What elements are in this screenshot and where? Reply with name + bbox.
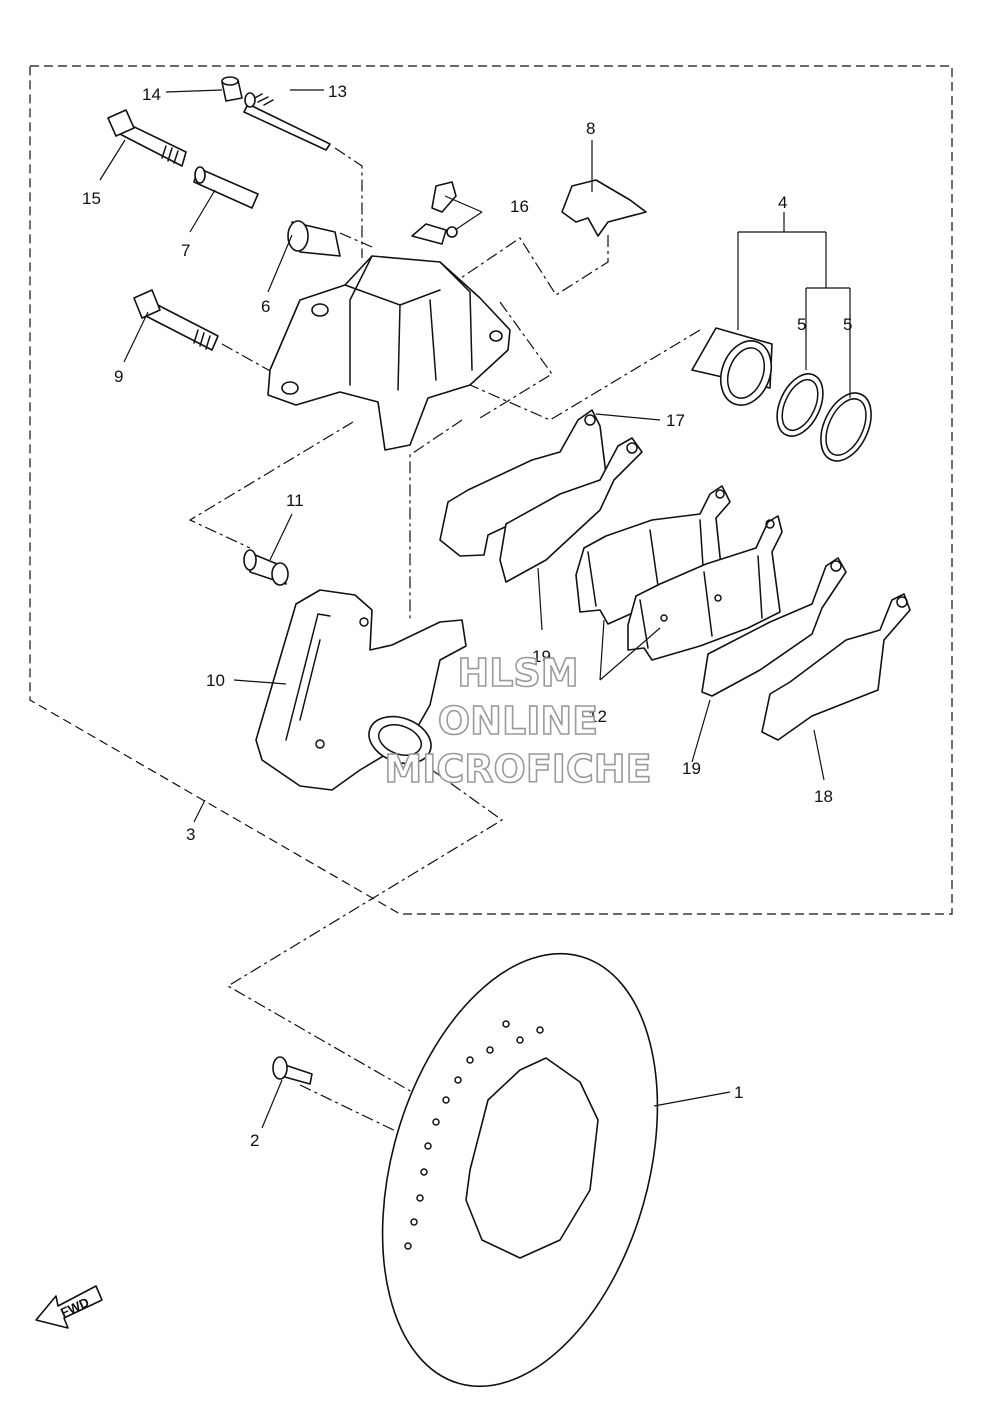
part-pad-shim-b	[701, 557, 847, 697]
part-disc-bolt	[272, 1056, 313, 1085]
callout-1: 1	[734, 1083, 743, 1102]
callout-5a: 5	[797, 315, 806, 334]
callout-8: 8	[586, 119, 595, 138]
callout-9: 9	[114, 367, 123, 386]
callout-6: 6	[261, 297, 270, 316]
part-bleed-screw	[411, 181, 458, 245]
callout-17: 17	[666, 411, 685, 430]
part-caliper-body	[267, 255, 511, 451]
callout-18: 18	[814, 787, 833, 806]
callout-2: 2	[250, 1131, 259, 1150]
disc-vent-holes	[404, 1020, 544, 1250]
watermark-line-1: HLSM	[457, 651, 578, 695]
callout-5b: 5	[843, 315, 852, 334]
callout-19b: 19	[682, 759, 701, 778]
part-bolt-upper	[107, 109, 187, 167]
callout-16: 16	[510, 197, 529, 216]
callout-19a: 19	[532, 647, 551, 666]
callout-3: 3	[186, 825, 195, 844]
fwd-label: FWD	[58, 1294, 91, 1320]
callout-11: 11	[286, 491, 304, 510]
alignment-lines	[188, 147, 701, 1163]
callout-labels: 1 2 3 4 5 5 6 7 8 9 10 11 12 13 14 15 16…	[82, 82, 852, 1150]
part-piston	[691, 327, 773, 406]
watermark: HLSM ONLINE MICROFICHE	[384, 650, 653, 792]
part-caliper-bracket	[255, 589, 467, 791]
part-pad-shim-a	[499, 437, 643, 583]
callout-14: 14	[142, 85, 161, 104]
callout-12: 12	[588, 707, 607, 726]
part-piston-seals	[776, 373, 872, 462]
part-pin-boot	[243, 549, 289, 586]
part-pad-pin	[243, 92, 331, 151]
callout-10: 10	[206, 671, 225, 690]
callout-7: 7	[181, 241, 190, 260]
part-boot	[287, 220, 341, 257]
part-pad-spring	[561, 179, 647, 237]
callout-leaders	[99, 89, 851, 1129]
part-pad-shim-outer	[439, 409, 609, 557]
callout-13: 13	[328, 82, 347, 101]
part-slide-pin	[193, 166, 259, 209]
part-brake-disc	[381, 952, 659, 1388]
callout-4: 4	[778, 193, 787, 212]
part-bolt-lower	[133, 289, 219, 351]
callout-15: 15	[82, 189, 101, 208]
fwd-direction-marker: FWD	[35, 1285, 103, 1329]
watermark-line-2: ONLINE	[438, 699, 598, 743]
assembly-boundary	[29, 65, 953, 915]
watermark-line-3: MICROFICHE	[384, 747, 651, 791]
part-pad-shim-c	[761, 593, 911, 741]
part-brake-pads	[575, 485, 783, 661]
part-cap	[221, 76, 243, 102]
